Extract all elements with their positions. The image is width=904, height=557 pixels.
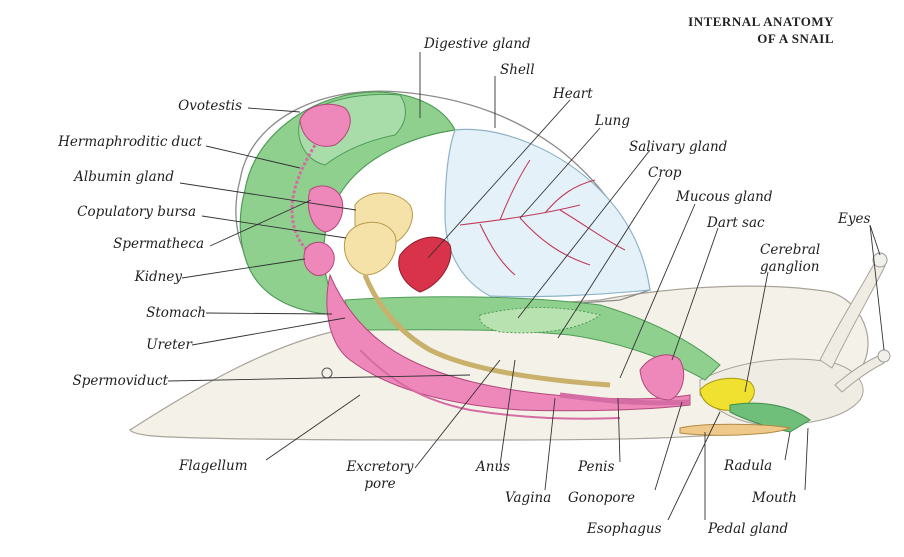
leader-lines [167,52,885,521]
diagram-title-line2: OF A SNAIL [757,31,834,46]
label-vagina: Vagina [505,490,552,506]
label-anus: Anus [476,459,511,475]
label-penis: Penis [578,459,615,475]
label-mouth: Mouth [752,490,797,506]
spermoviduct-shape [326,273,691,412]
label-excretory-pore-line2: pore [364,476,396,492]
label-crop: Crop [648,165,682,181]
label-radula: Radula [724,458,773,474]
bursa-duct [362,274,611,388]
label-copulatory-bursa: Copulatory bursa [77,204,196,220]
label-spermoviduct: Spermoviduct [72,373,168,389]
digestive-gland-shape [239,91,456,316]
label-ureter: Ureter [146,337,192,353]
label-excretory-pore-line1: Excretory [346,459,414,475]
lung-shape [444,128,651,298]
penis-shape [639,354,685,401]
ovotestis-shape [299,103,351,147]
salivary-gland-shape [479,307,602,334]
flagellum-shape [359,349,621,420]
label-cerebral-ganglion-line2: ganglion [760,259,820,275]
label-stomach: Stomach [146,305,206,321]
diagram-title-line1: INTERNAL ANATOMY [688,14,834,29]
eye-upper [872,252,888,268]
label-lung: Lung [595,113,630,129]
hermaphroditic-duct-shape [290,144,317,257]
cerebral-ganglion-shape [699,377,755,411]
label-pedal-gland: Pedal gland [708,521,789,537]
vagina-shape [559,392,691,406]
label-salivary-gland: Salivary gland [629,139,728,155]
label-kidney: Kidney [134,269,182,285]
label-albumin-gland: Albumin gland [74,169,174,185]
kidney-shape [303,241,335,277]
label-dart-sac: Dart sac [707,215,765,231]
label-ovotestis: Ovotestis [178,98,242,114]
label-gonopore: Gonopore [568,490,635,506]
label-flagellum: Flagellum [179,458,248,474]
upper-tentacle [819,261,886,369]
label-eyes: Eyes [838,211,871,227]
copulatory-bursa-shape [343,221,397,276]
lung-veins [459,159,626,276]
pedal-gland-shape [679,423,792,436]
lower-tentacle [834,354,885,393]
label-spermatheca: Spermatheca [113,236,204,252]
heart-shape [398,236,452,293]
eye-lower [877,349,891,363]
label-shell: Shell [500,62,535,78]
crop-shape [344,296,721,381]
spermatheca-shape [307,185,344,233]
buccal-mass [729,402,811,433]
label-digestive-gland: Digestive gland [424,36,531,52]
label-cerebral-ganglion-line1: Cerebral [760,242,821,258]
label-heart: Heart [553,86,593,102]
label-esophagus: Esophagus [587,521,662,537]
label-hermaphroditic-duct: Hermaphroditic duct [58,134,202,150]
label-mucous-gland: Mucous gland [676,189,773,205]
